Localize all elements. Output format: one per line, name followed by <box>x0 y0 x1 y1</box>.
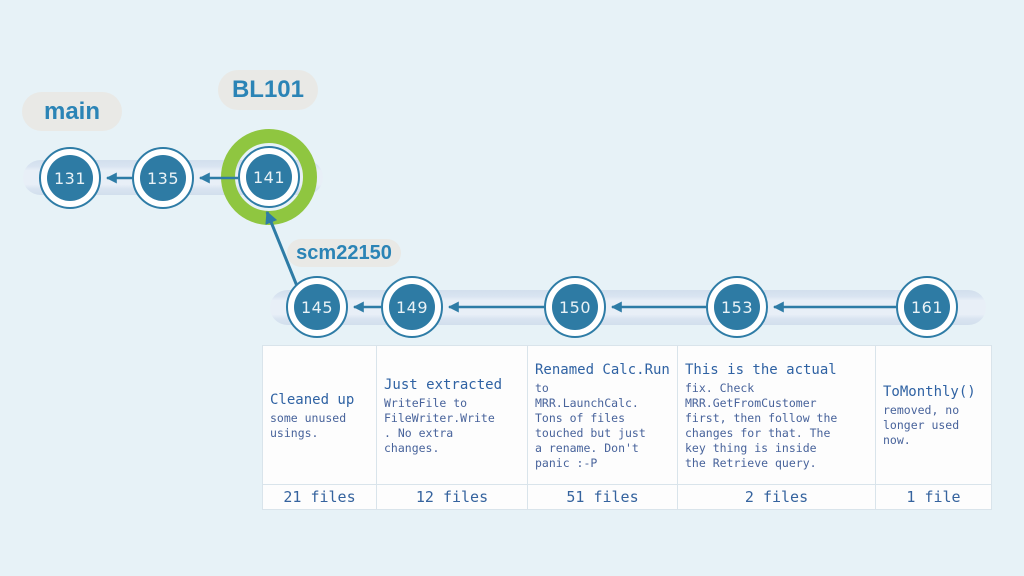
commit-circle: 149 <box>389 284 435 330</box>
commit-circle: 131 <box>47 155 93 201</box>
branch-label-text: main <box>43 97 100 125</box>
commit-message-title: Just extracted <box>384 376 503 393</box>
commit-circle: 161 <box>904 284 950 330</box>
branch-label-main: main <box>22 92 122 131</box>
commit-message-table: Cleaned up some unused usings. Just extr… <box>262 345 992 510</box>
commit-message-cell-149: Just extracted WriteFile to FileWriter.W… <box>377 346 528 484</box>
commit-node-150: 150 <box>544 276 606 338</box>
commit-message-title: ToMonthly() <box>883 384 976 400</box>
files-count-cell-150: 51 files <box>528 484 678 509</box>
commit-message-title: This is the actual <box>685 361 837 378</box>
commit-node-131: 131 <box>39 147 101 209</box>
commit-message-body: some unused usings. <box>270 410 347 440</box>
commit-circle: 141 <box>246 154 292 200</box>
commit-message-title: Renamed Calc.Run <box>535 361 670 378</box>
commit-circle: 153 <box>714 284 760 330</box>
commit-label: 141 <box>252 167 286 187</box>
commit-label: 161 <box>910 297 944 317</box>
commit-node-161: 161 <box>896 276 958 338</box>
files-count-cell-149: 12 files <box>377 484 528 509</box>
commit-node-141-highlighted: 141 <box>238 146 300 208</box>
commit-message-body: to MRR.LaunchCalc. Tons of files touched… <box>535 380 646 470</box>
commit-label: 150 <box>558 297 592 317</box>
branch-label-scm22150: scm22150 <box>287 239 401 267</box>
commit-label: 149 <box>395 297 429 317</box>
commit-circle: 135 <box>140 155 186 201</box>
commit-label: 131 <box>53 168 87 188</box>
commit-node-149: 149 <box>381 276 443 338</box>
commit-message-title: Cleaned up <box>270 391 355 408</box>
tag-label-bl101: BL101 <box>218 70 318 110</box>
commit-label: 145 <box>300 297 334 317</box>
files-count-cell-153: 2 files <box>678 484 876 509</box>
commit-message-cell-161: ToMonthly() removed, no longer used now. <box>876 346 991 484</box>
branch-label-text: scm22150 <box>296 241 392 264</box>
commit-node-153: 153 <box>706 276 768 338</box>
commit-message-body: removed, no longer used now. <box>883 403 960 447</box>
feature-branch-bar <box>270 290 986 325</box>
commit-node-145: 145 <box>286 276 348 338</box>
commit-message-cell-153: This is the actual fix. Check MRR.GetFro… <box>678 346 876 484</box>
files-count-cell-145: 21 files <box>263 484 377 509</box>
commit-label: 153 <box>720 297 754 317</box>
commit-circle: 150 <box>552 284 598 330</box>
commit-node-135: 135 <box>132 147 194 209</box>
tag-label-text: BL101 <box>231 76 305 103</box>
commit-label: 135 <box>146 168 180 188</box>
commit-circle: 145 <box>294 284 340 330</box>
files-count-cell-161: 1 file <box>876 484 991 509</box>
commit-message-body: WriteFile to FileWriter.Write . No extra… <box>384 395 495 455</box>
commit-message-cell-150: Renamed Calc.Run to MRR.LaunchCalc. Tons… <box>528 346 678 484</box>
commit-message-body: fix. Check MRR.GetFromCustomer first, th… <box>685 380 838 470</box>
commit-message-cell-145: Cleaned up some unused usings. <box>263 346 377 484</box>
